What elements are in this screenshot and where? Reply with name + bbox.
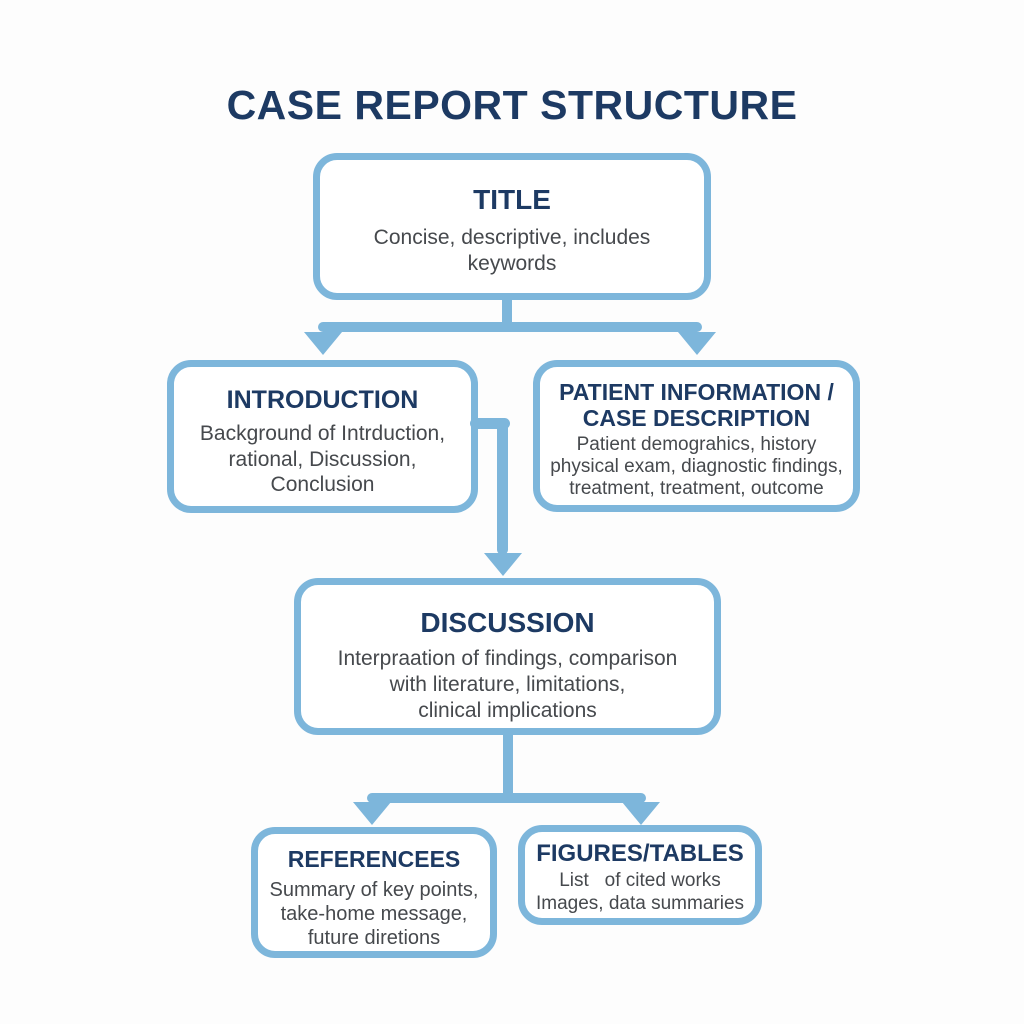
node-references-heading: REFERENCEES	[287, 846, 461, 872]
node-patient-information: PATIENT INFORMATION / CASE DESCRIPTION P…	[533, 360, 860, 512]
node-introduction: INTRODUCTION Background of Intrduction, …	[167, 360, 478, 513]
node-references-body: Summary of key points, take-home message…	[269, 878, 479, 949]
node-discussion: DISCUSSION Interpraation of findings, co…	[294, 578, 721, 735]
arrowhead-down-icon	[353, 802, 391, 825]
connector-introduction-elbow-vertical	[497, 418, 508, 555]
node-introduction-body: Background of Intrduction, rational, Dis…	[199, 422, 446, 497]
node-title-heading: TITLE	[473, 184, 551, 215]
connector-introduction-elbow-horizontal	[470, 418, 510, 429]
node-references: REFERENCEES Summary of key points, take-…	[251, 827, 497, 958]
node-discussion-heading: DISCUSSION	[420, 607, 595, 638]
arrowhead-down-icon	[304, 332, 342, 355]
arrowhead-down-icon	[484, 553, 522, 576]
node-title-body: Concise, descriptive, includes keywords	[373, 226, 651, 275]
node-introduction-heading: INTRODUCTION	[226, 386, 419, 414]
node-discussion-body: Interpraation of findings, comparison wi…	[337, 647, 678, 722]
arrowhead-down-icon	[622, 802, 660, 825]
node-figures-tables: FIGURES/TABLES List of cited works Image…	[518, 825, 762, 925]
node-title: TITLE Concise, descriptive, includes key…	[313, 153, 711, 300]
arrowhead-down-icon	[678, 332, 716, 355]
connector-discussion-split-bar	[367, 793, 646, 803]
node-figures-tables-heading: FIGURES/TABLES	[536, 840, 744, 867]
connector-discussion-stem	[503, 730, 513, 798]
connector-title-split-bar	[318, 322, 702, 332]
page-title: CASE REPORT STRUCTURE	[226, 82, 798, 128]
connector-title-stem	[502, 297, 512, 327]
node-patient-information-heading: PATIENT INFORMATION / CASE DESCRIPTION	[559, 379, 834, 431]
node-figures-tables-body: List of cited works Images, data summari…	[535, 869, 745, 914]
node-patient-information-body: Patient demograhics, history physical ex…	[550, 433, 843, 500]
